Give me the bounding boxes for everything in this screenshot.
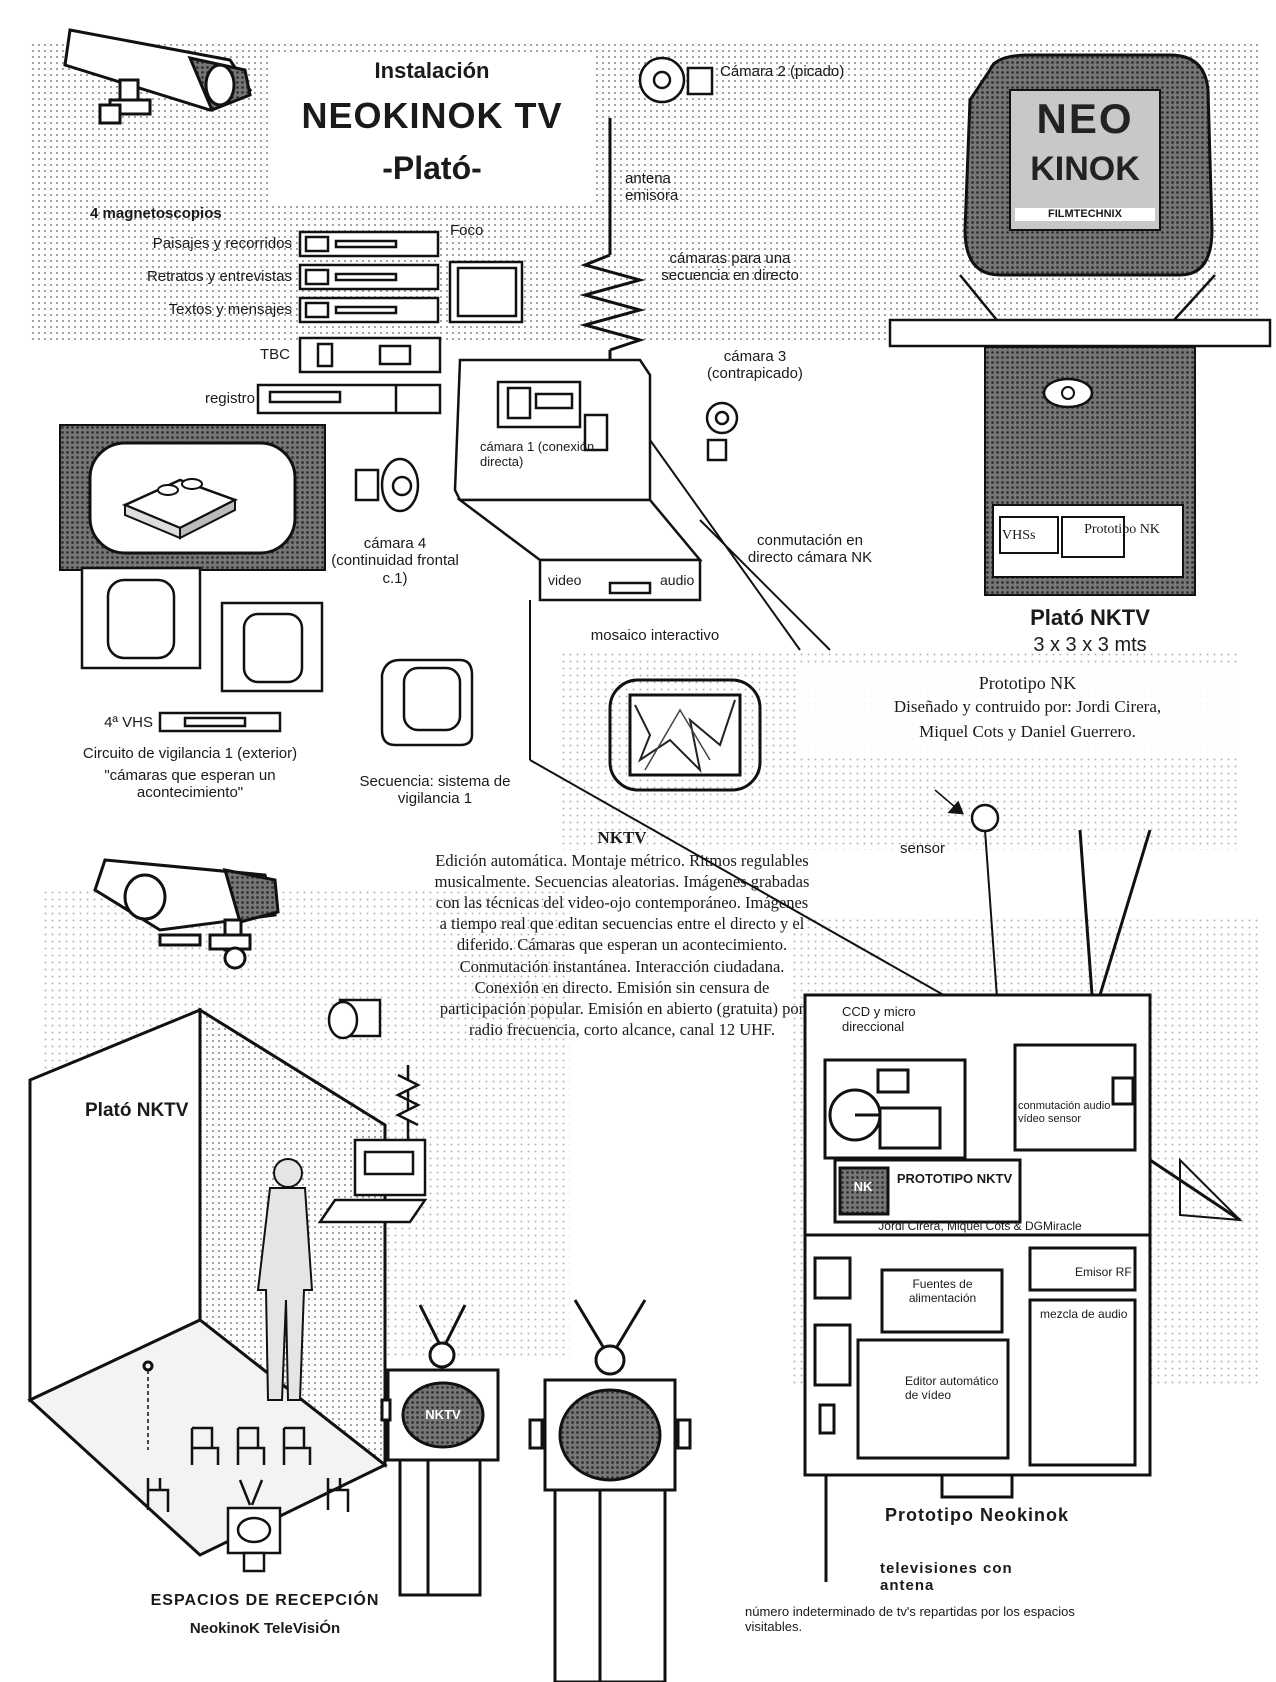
device-name: Prototipo Neokinok [885, 1505, 1069, 1525]
interactive-mosaic-label: mosaico interactivo [590, 627, 720, 644]
camera-2-label: Cámara 2 (picado) [720, 63, 845, 80]
mixer-audio-label: audio [660, 572, 695, 588]
recorder-label-3: Textos y mensajes [168, 301, 292, 318]
chairs-icon [146, 1426, 350, 1512]
live-switch-label: conmutación en directo cámara NK [747, 532, 873, 567]
reception-line1: ESPACIOS DE RECEPCIÓN [150, 1592, 380, 1609]
camera-1-label: cámara 1 (conexión directa) [480, 439, 595, 469]
tvs-description: número indeterminado de tv's repartidas … [745, 1604, 1075, 1634]
small-monitors [80, 566, 474, 747]
reception-line2: NeokinoK TeleVisiÓn [189, 1620, 341, 1637]
ccd-label: CCD y micro direccional [842, 1004, 916, 1034]
surveillance-camera-icon [63, 28, 253, 125]
fuentes-label: Fuentes de alimentación [908, 1277, 977, 1305]
surveillance-camera-2-icon [93, 858, 280, 970]
small-tv-icon [226, 1479, 282, 1573]
surveillance-sequence-label: Secuencia: sistema de vigilancia 1 [359, 773, 511, 808]
tv-screen-label: NKTV [425, 1407, 461, 1422]
mixer-console-icon [453, 358, 703, 602]
prototype-note-box [800, 665, 1255, 755]
title-line2: NEOKINOK TV [301, 95, 563, 136]
tbc-label: TBC [260, 346, 290, 363]
camera-4-icon [354, 457, 420, 513]
antenna-label: antena emisora [625, 170, 679, 205]
sensor-icon [934, 789, 1000, 833]
small-camera-icon [327, 998, 382, 1040]
device-credits: Jordi Cirera, Miquel Cots & DGMiracle [878, 1219, 1082, 1233]
neokinok-logo-bottom: KINOK [1030, 150, 1140, 188]
sensor-label: sensor [900, 840, 946, 857]
device-badge-nk: NK [853, 1179, 873, 1194]
camera-3-icon [705, 401, 739, 462]
camera-2-icon [638, 56, 714, 104]
recorder-label-1: Paisajes y recorridos [152, 235, 292, 252]
plato-box-label: Plató NKTV [85, 1100, 189, 1121]
mixer-video-label: video [548, 572, 582, 588]
registro-label: registro [204, 390, 255, 407]
title-card [272, 52, 592, 202]
switching-label: conmutación audio vídeo sensor [1018, 1100, 1111, 1125]
nktv-title: NKTV [597, 828, 647, 847]
prototype-device-drawing [803, 829, 1243, 1582]
title-line3: -Plató- [382, 150, 482, 186]
dark-monitor-icon [59, 424, 326, 571]
neokinok-logo-caption: FILMTECHNIX [1015, 208, 1155, 221]
editor-label: Editor automático de vídeo [905, 1374, 999, 1402]
mezcla-label: mezcla de audio [1040, 1307, 1128, 1321]
device-badge: PROTOTIPO NKTV [896, 1171, 1013, 1186]
prototype-note-line2: Miquel Cots y Daniel Guerrero. [919, 722, 1136, 741]
camera-3-label: cámara 3 (contrapicado) [707, 348, 803, 383]
surveillance-circuit-label: Circuito de vigilancia 1 (exterior) [82, 745, 298, 762]
set-proto-label: Prototipo NK [1084, 522, 1160, 537]
mosaic-monitor-icon [608, 678, 762, 792]
magnetoscopes [256, 230, 524, 415]
magnetoscopes-heading: 4 magnetoscopios [90, 205, 222, 222]
set-title: Plató NKTV [1030, 605, 1150, 630]
surveillance-quote-label: "cámaras que esperan un acontecimiento" [104, 767, 276, 802]
prototype-note-title: Prototipo NK [978, 673, 1077, 693]
visitor-figure-icon [256, 1158, 314, 1401]
neokinok-logo-top: NEO [1036, 95, 1134, 142]
emisor-label: Emisor RF [1075, 1265, 1132, 1279]
plato-box-drawing [27, 1007, 388, 1557]
foco-label: Foco [450, 222, 484, 239]
vhs4-label: 4ª VHS [104, 714, 153, 731]
set-size: 3 x 3 x 3 mts [1033, 634, 1147, 656]
title-line1: Instalación [374, 58, 490, 83]
set-vhs-label: VHSs [1002, 528, 1036, 543]
tvs-title: televisiones con antena [880, 1560, 1013, 1595]
nktv-description: Edición automática. Montaje métrico. Rit… [434, 851, 810, 1039]
recorder-label-2: Retratos y entrevistas [146, 268, 292, 285]
camera-4-label: cámara 4 (continuidad frontal c.1) [331, 535, 459, 587]
prototype-note-line1: Diseñado y contruido por: Jordi Cirera, [893, 697, 1162, 716]
laptop-icon [317, 1065, 428, 1224]
tv-tower-1-icon [380, 1304, 500, 1597]
tv-tower-2-icon [528, 1299, 692, 1682]
sequence-cameras-label: cámaras para una secuencia en directo [661, 250, 799, 285]
